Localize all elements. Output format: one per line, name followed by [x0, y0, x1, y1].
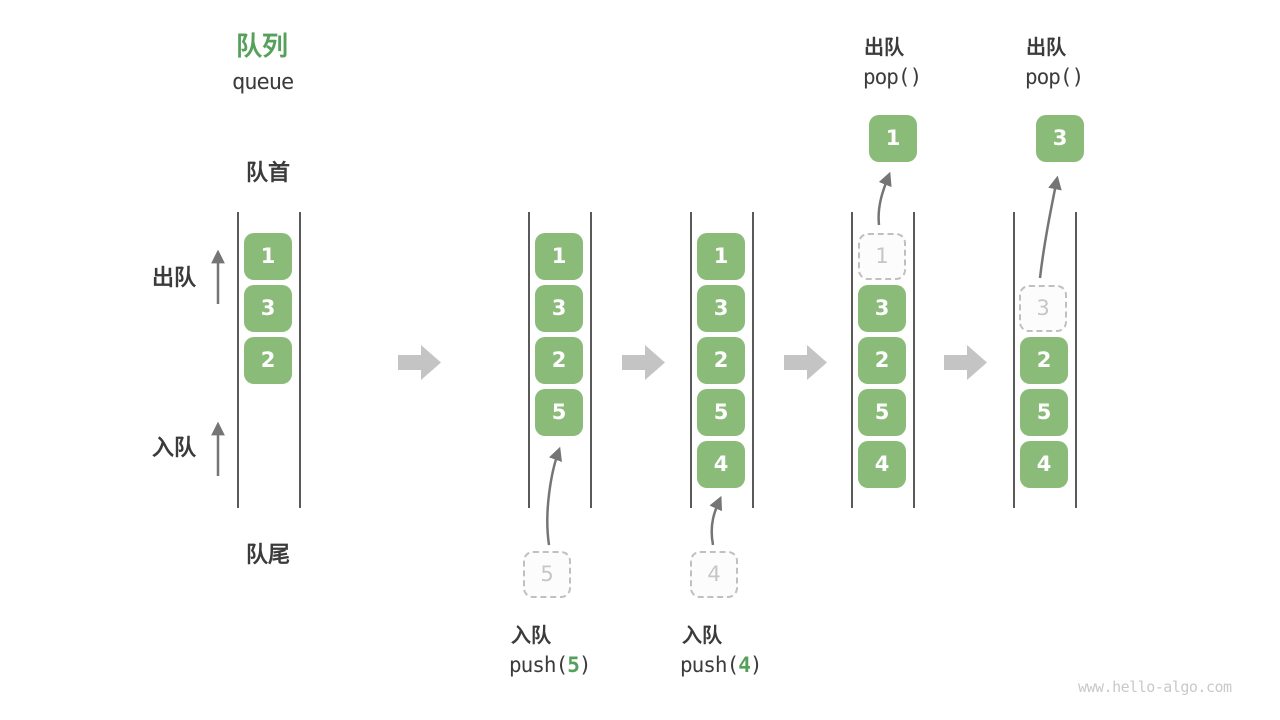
queue2-element: 2 [535, 337, 583, 384]
queue5-element: 2 [1020, 337, 1068, 384]
push4-arrow-icon [709, 495, 722, 546]
pop-second-arrow-icon [1038, 175, 1062, 279]
queue1-element: 3 [244, 285, 292, 332]
queue4-ghost-element: 1 [858, 233, 906, 280]
enqueue-direction-label: 入队 [152, 436, 197, 461]
queue5-element: 4 [1020, 441, 1068, 488]
push4-label: 入队 [682, 623, 722, 647]
queue2-element: 5 [535, 389, 583, 436]
push4-code-arg: 4 [738, 653, 751, 677]
push5-arrow-icon [546, 446, 562, 546]
queue1-right-wall [299, 212, 301, 508]
queue4-element: 5 [858, 389, 906, 436]
push5-code-arg: 5 [567, 653, 580, 677]
queue3-element: 1 [697, 233, 745, 280]
pop-first-arrow-icon [877, 171, 892, 226]
queue3-right-wall [752, 212, 754, 508]
queue4-element: 4 [858, 441, 906, 488]
push4-code-post: ) [749, 653, 763, 677]
queue3-element: 5 [697, 389, 745, 436]
queue3-element: 2 [697, 337, 745, 384]
queue4-right-wall [913, 212, 915, 508]
step-arrow-icon [622, 345, 665, 380]
queue-rear-label: 队尾 [245, 543, 290, 568]
queue2-element: 3 [535, 285, 583, 332]
queue2-element: 1 [535, 233, 583, 280]
diagram-title-zh: 队列 [236, 32, 289, 62]
queue4-popped-element: 1 [869, 115, 917, 162]
pop-second-label: 出队 [1026, 35, 1066, 59]
push5-code-pre: push( [509, 653, 568, 677]
queue4-element: 3 [858, 285, 906, 332]
queue5-ghost-element: 3 [1019, 285, 1067, 332]
push4-code-pre: push( [680, 653, 739, 677]
queue2-pending-element: 5 [523, 551, 571, 598]
queue2-right-wall [590, 212, 592, 508]
queue5-element: 5 [1020, 389, 1068, 436]
queue5-right-wall [1075, 212, 1077, 508]
watermark: www.hello-algo.com [1078, 678, 1232, 696]
queue3-left-wall [690, 212, 692, 508]
queue-front-label: 队首 [245, 161, 290, 186]
step-arrow-icon [944, 345, 987, 380]
queue4-left-wall [851, 212, 853, 508]
pop-second-code: pop() [1025, 65, 1084, 89]
queue5-left-wall [1013, 212, 1015, 508]
push5-label: 入队 [511, 623, 551, 647]
queue3-pending-element: 4 [690, 551, 738, 598]
queue5-popped-element: 3 [1036, 115, 1084, 162]
queue1-element: 1 [244, 233, 292, 280]
queue1-element: 2 [244, 337, 292, 384]
pop-first-code: pop() [863, 65, 922, 89]
push5-code-post: ) [578, 653, 592, 677]
queue2-left-wall [528, 212, 530, 508]
step-arrow-icon [398, 345, 441, 380]
step-arrow-icon [784, 345, 827, 380]
push5-code: push(5) [509, 653, 592, 677]
diagram-title-en: queue [232, 70, 294, 95]
queue1-left-wall [237, 212, 239, 508]
queue4-element: 2 [858, 337, 906, 384]
push4-code: push(4) [680, 653, 763, 677]
queue3-element: 4 [697, 441, 745, 488]
pop-first-label: 出队 [864, 35, 904, 59]
queue3-element: 3 [697, 285, 745, 332]
dequeue-direction-label: 出队 [152, 266, 197, 291]
